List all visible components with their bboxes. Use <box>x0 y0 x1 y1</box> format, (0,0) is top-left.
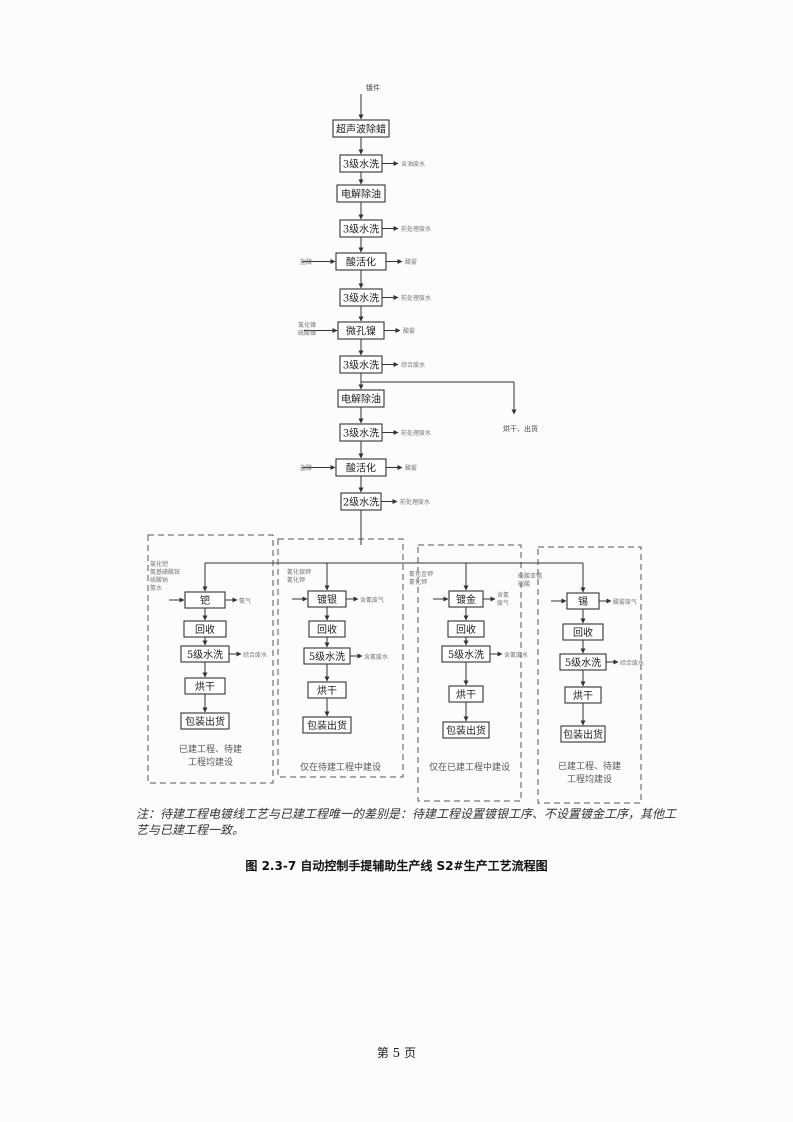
input-label: 镀件 <box>366 83 380 92</box>
reagent-input-label: 氯化钯 <box>150 560 168 568</box>
process-step-label: 3级水洗 <box>343 159 379 171</box>
process-step-label: 回收 <box>573 626 593 639</box>
branch-exit-label: 烘干、出货 <box>503 424 538 433</box>
process-step-label: 5级水洗 <box>187 649 223 661</box>
waste-output-label: 综合废水 <box>243 651 267 659</box>
reagent-input-label: 盐酸 <box>300 258 312 266</box>
process-step-box <box>302 716 352 734</box>
waste-output-label: 酸雾 <box>405 258 417 266</box>
waste-output-label: 含油废水 <box>401 160 425 168</box>
process-step-label: 烘干 <box>317 685 337 697</box>
process-step-label: 酸活化 <box>346 256 376 269</box>
waste-output-label: 含氰废气 <box>360 596 384 604</box>
process-step-label: 3级水洗 <box>343 224 379 236</box>
figure-caption: 图 2.3-7 自动控制手提辅助生产线 S2#生产工艺流程图 <box>245 859 548 873</box>
waste-output-label: 含氰 <box>497 591 509 599</box>
reagent-input-label: 硫酸 <box>518 580 530 588</box>
diagram-note: 注：待建工程电镀线工艺与已建工程唯一的差别是：待建工程设置镀银工序、不设置镀金工… <box>136 807 677 837</box>
process-step-box <box>442 721 490 739</box>
process-step-label: 包装出货 <box>307 719 347 732</box>
group-dashed-frame <box>417 544 522 802</box>
waste-output-label: 酸雾 <box>403 327 415 335</box>
process-step-label: 回收 <box>195 623 215 636</box>
process-step-label: 超声波除蜡 <box>336 123 386 136</box>
process-step-label: 5级水洗 <box>565 657 601 669</box>
reagent-input-label: 硫酸亚锡 <box>518 572 542 580</box>
process-step-label: 回收 <box>317 623 337 636</box>
process-step-label: 包装出货 <box>185 715 225 728</box>
process-step-box <box>560 725 606 743</box>
process-step-label: 3级水洗 <box>343 428 379 440</box>
process-step-label: 3级水洗 <box>343 360 379 372</box>
process-step-label: 3级水洗 <box>343 293 379 305</box>
waste-output-label: 综合废水 <box>620 659 644 667</box>
process-step-box <box>180 712 230 730</box>
waste-output-label: 氨气 <box>239 597 251 605</box>
reagent-input-label: 硫酸镍 <box>298 329 316 337</box>
process-step-label: 锡 <box>578 595 588 608</box>
waste-output-label: 前处理废水 <box>401 294 431 302</box>
waste-output-label: 废气 <box>497 599 509 607</box>
process-step-label: 包装出货 <box>563 728 603 741</box>
reagent-input-label: 氰化钾 <box>409 578 427 586</box>
waste-output-label: 酸雾 <box>405 464 417 472</box>
group-dashed-frame <box>537 546 642 804</box>
process-step-label: 钯 <box>200 595 210 607</box>
process-step-label: 镀金 <box>456 593 476 606</box>
waste-output-label: 前处理废水 <box>401 429 431 437</box>
process-step-label: 烘干 <box>573 690 593 702</box>
group-scope-note: 工程均建设 <box>188 756 233 768</box>
process-step-label: 电解除油 <box>341 188 381 201</box>
group-dashed-frame <box>277 538 404 778</box>
group-scope-note: 已建工程、待建 <box>558 760 621 772</box>
waste-output-label: 含氰废水 <box>364 653 388 661</box>
waste-output-label: 酸雾废气 <box>613 598 637 606</box>
reagent-input-label: 氰化银钾 <box>287 568 311 576</box>
page-number: 第 5 页 <box>376 1046 417 1060</box>
group-scope-note: 仅在待建工程中建设 <box>300 761 381 773</box>
group-scope-note: 工程均建设 <box>567 773 612 785</box>
process-step-label: 酸活化 <box>346 462 376 475</box>
process-step-label: 镀银 <box>317 593 337 606</box>
group-scope-note: 已建工程、待建 <box>179 743 242 755</box>
reagent-input-label: 氰化钾 <box>287 576 305 584</box>
group-dashed-frame <box>147 534 274 784</box>
process-step-label: 5级水洗 <box>448 649 484 661</box>
process-step-label: 5级水洗 <box>309 651 345 663</box>
reagent-input-label: 氨水 <box>150 584 162 592</box>
process-step-label: 电解除油 <box>341 393 381 406</box>
group-scope-note: 仅在已建工程中建设 <box>429 761 510 773</box>
process-step-label: 回收 <box>456 623 476 636</box>
waste-output-label: 前处理废水 <box>401 225 431 233</box>
waste-output-label: 前处理废水 <box>400 498 430 506</box>
reagent-input-label: 氨基磺酸铵 <box>150 568 180 576</box>
reagent-input-label: 氰化金钾 <box>409 570 433 578</box>
process-step-label: 包装出货 <box>446 724 486 737</box>
process-step-label: 烘干 <box>195 681 215 693</box>
reagent-input-label: 盐酸 <box>300 464 312 472</box>
process-step-label: 2级水洗 <box>343 497 379 509</box>
reagent-input-label: 氯化镍 <box>298 321 316 329</box>
process-step-label: 微孔镍 <box>346 325 376 338</box>
process-step-label: 烘干 <box>456 689 476 701</box>
reagent-input-label: 硫酸钠 <box>150 576 168 584</box>
waste-output-label: 综合废水 <box>401 361 425 369</box>
waste-output-label: 含氰废水 <box>504 651 528 659</box>
